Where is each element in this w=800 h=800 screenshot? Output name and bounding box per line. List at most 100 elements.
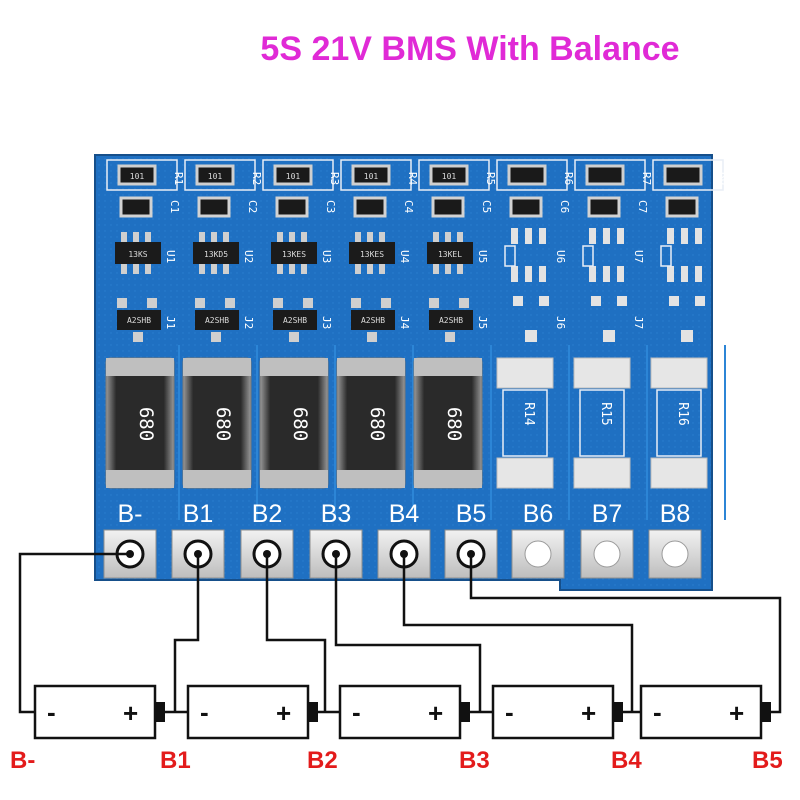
- wire: [265, 554, 340, 714]
- silk-j-label: J2: [242, 316, 255, 329]
- chip-resistor: 101 R5: [418, 159, 497, 191]
- ic-small-code: A2SHB: [439, 316, 463, 325]
- silk-c-label: C7: [636, 200, 649, 213]
- silk-j-label: J8: [710, 316, 723, 329]
- unpopulated-resistor: R14: [496, 357, 554, 489]
- silk-u-label: U4: [398, 250, 411, 264]
- wire: [402, 554, 641, 714]
- capacitor: [197, 196, 231, 218]
- resistor-designator: R15: [598, 402, 613, 425]
- empty-pads: [504, 228, 549, 342]
- terminal-label: B4: [611, 747, 642, 774]
- ic-code: 13KES: [360, 250, 384, 259]
- minus-sign: -: [200, 697, 209, 727]
- terminal-label: B1: [160, 747, 191, 774]
- pad-label: B6: [523, 500, 554, 528]
- unpopulated-resistor: R16: [650, 357, 708, 489]
- silk-r-label: R3: [328, 172, 341, 185]
- ic-code: 13KEL: [438, 250, 462, 259]
- silk-u-label: U1: [164, 250, 177, 263]
- resistor-designator: R16: [675, 402, 690, 425]
- silk-j-label: J6: [554, 316, 567, 329]
- silk-r-label: R5: [484, 172, 497, 185]
- solder-pad: [580, 529, 634, 579]
- battery-cell: -+: [491, 684, 623, 740]
- ic-code: 13KS: [128, 250, 147, 259]
- capacitor: [353, 196, 387, 218]
- silk-u-label: U2: [242, 250, 255, 263]
- power-resistor: 680: [413, 357, 483, 489]
- terminal-label: B2: [307, 747, 338, 774]
- silk-r-label: R7: [640, 172, 653, 185]
- silk-u-label: U8: [710, 250, 723, 263]
- ic-code: 13KD5: [204, 250, 228, 259]
- silk-j-label: J1: [164, 316, 177, 329]
- wire: [334, 554, 493, 714]
- capacitor: [275, 196, 309, 218]
- unpopulated-resistor: R15: [573, 357, 631, 489]
- power-resistor: 680: [182, 357, 252, 489]
- terminal-label: B-: [10, 747, 35, 774]
- ic-small-code: A2SHB: [127, 316, 151, 325]
- silk-j-label: J7: [632, 316, 645, 329]
- silk-r-label: R2: [250, 172, 263, 185]
- battery-cells: -+-+-+-+-+: [33, 684, 771, 740]
- silk-j-label: J5: [476, 316, 489, 329]
- plus-sign: +: [729, 698, 744, 728]
- capacitor: [119, 196, 153, 218]
- chip-code: 101: [442, 172, 457, 181]
- empty-pads: [660, 228, 705, 342]
- silk-r-label: R4: [406, 172, 419, 186]
- battery-cell: -+: [33, 684, 165, 740]
- pad-label: B3: [321, 500, 352, 528]
- silk-u-label: U3: [320, 250, 333, 263]
- chip-code: 101: [286, 172, 301, 181]
- ic-small-code: A2SHB: [205, 316, 229, 325]
- silk-c-label: C5: [480, 200, 493, 213]
- silk-j-label: J4: [398, 316, 411, 330]
- power-resistor: 680: [105, 357, 175, 489]
- plus-sign: +: [581, 698, 596, 728]
- solder-pad: [511, 529, 565, 579]
- plus-sign: +: [276, 698, 291, 728]
- chip-code: 101: [364, 172, 379, 181]
- resistor-value: 680: [443, 407, 465, 441]
- pad-label: B2: [252, 500, 283, 528]
- resistor-value: 680: [135, 407, 157, 441]
- silk-j-label: J3: [320, 316, 333, 329]
- power-resistor: 680: [259, 357, 329, 489]
- wire: [165, 554, 200, 714]
- protection-ic: 13KS A2SHB: [115, 232, 161, 342]
- protection-ic: 13KES A2SHB: [271, 232, 317, 342]
- pad-label: B7: [592, 500, 623, 528]
- silk-c-label: C8: [714, 200, 727, 213]
- silk-c-label: C2: [246, 200, 259, 213]
- chip-code: 101: [130, 172, 145, 181]
- silk-u-label: U5: [476, 250, 489, 263]
- capacitor: [587, 196, 621, 218]
- capacitor: [665, 196, 699, 218]
- minus-sign: -: [352, 697, 361, 727]
- plus-sign: +: [428, 698, 443, 728]
- silk-c-label: C3: [324, 200, 337, 213]
- pad-label: B5: [456, 500, 487, 528]
- pad-label: B8: [660, 500, 691, 528]
- protection-ic: 13KEL A2SHB: [427, 232, 473, 342]
- silk-c-label: C4: [402, 200, 415, 214]
- silk-r-label: R1: [172, 172, 185, 185]
- resistor-designator: R14: [521, 402, 536, 426]
- ic-code: 13KES: [282, 250, 306, 259]
- pad-label: B4: [389, 500, 420, 528]
- chip-resistor: R6: [496, 159, 575, 191]
- battery-cell: -+: [639, 684, 771, 740]
- capacitor: [509, 196, 543, 218]
- ic-small-code: A2SHB: [283, 316, 307, 325]
- chip-resistor: R8: [652, 159, 731, 191]
- resistor-value: 680: [212, 407, 234, 441]
